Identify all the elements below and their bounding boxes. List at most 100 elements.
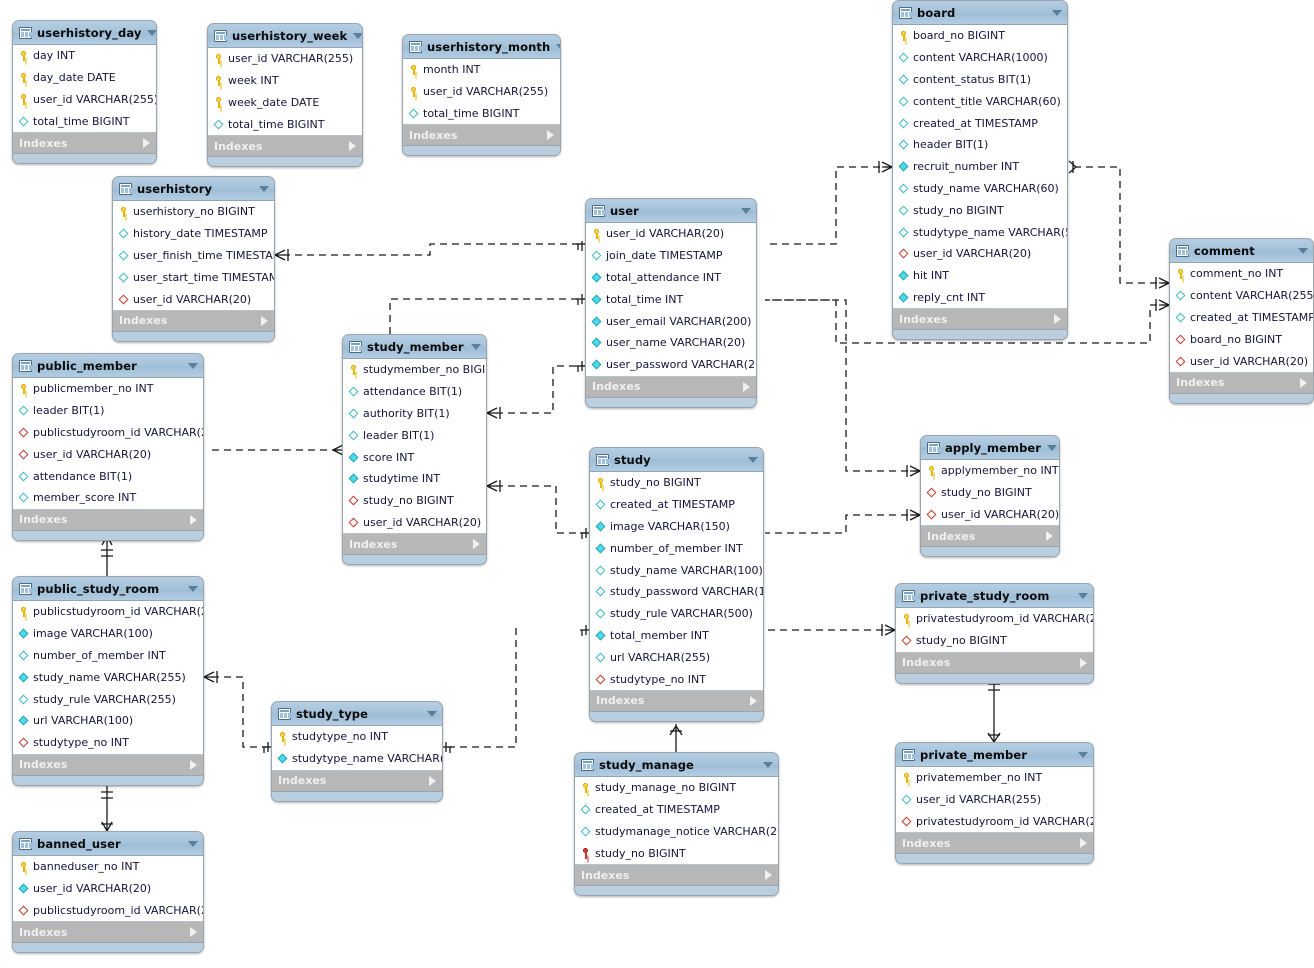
column-row[interactable]: study_name VARCHAR(255) [13,666,203,688]
expand-right-icon[interactable] [1080,657,1087,668]
expand-right-icon[interactable] [765,870,772,881]
column-row[interactable]: image VARCHAR(150) [590,516,763,538]
column-row[interactable]: attendance BIT(1) [13,465,203,487]
column-row[interactable]: user_id VARCHAR(20) [13,878,203,900]
expand-right-icon[interactable] [1080,838,1087,849]
table-header-userhistory_month[interactable]: userhistory_month [403,35,560,59]
column-row[interactable]: join_date TIMESTAMP [586,245,756,267]
column-row[interactable]: total_time BIGINT [13,110,156,132]
column-row[interactable]: user_id VARCHAR(255) [208,48,362,70]
chevron-down-icon[interactable] [1047,444,1058,451]
chevron-down-icon[interactable] [188,840,198,847]
column-row[interactable]: publicstudyroom_id VARCHAR(255) [13,900,203,922]
column-row[interactable]: user_id VARCHAR(255) [896,789,1093,811]
chevron-down-icon[interactable] [147,29,156,36]
expand-right-icon[interactable] [190,514,197,525]
indexes-section-public_member[interactable]: Indexes [13,509,203,531]
expand-right-icon[interactable] [1046,531,1053,542]
table-header-userhistory_week[interactable]: userhistory_week [208,24,362,48]
column-row[interactable]: header BIT(1) [893,134,1067,156]
indexes-section-userhistory_month[interactable]: Indexes [403,125,560,147]
table-header-userhistory_day[interactable]: userhistory_day [13,21,156,45]
column-row[interactable]: total_time BIGINT [208,113,362,135]
chevron-down-icon[interactable] [427,710,437,717]
indexes-section-banned_user[interactable]: Indexes [13,922,203,944]
column-row[interactable]: user_password VARCHAR(200) [586,354,756,376]
indexes-section-study_member[interactable]: Indexes [343,534,486,556]
column-row[interactable]: study_rule VARCHAR(255) [13,688,203,710]
column-row[interactable]: comment_no INT [1170,263,1313,285]
column-row[interactable]: content VARCHAR(255) [1170,285,1313,307]
expand-right-icon[interactable] [190,927,197,938]
indexes-section-study[interactable]: Indexes [590,690,763,712]
column-row[interactable]: studymember_no BIGINT [343,359,486,381]
expand-right-icon[interactable] [143,138,150,149]
chevron-down-icon[interactable] [188,362,198,369]
column-row[interactable]: week INT [208,70,362,92]
indexes-section-board[interactable]: Indexes [893,309,1067,331]
table-header-study_member[interactable]: study_member [343,335,486,359]
column-row[interactable]: url VARCHAR(255) [590,646,763,668]
column-row[interactable]: created_at TIMESTAMP [893,112,1067,134]
expand-right-icon[interactable] [547,130,554,141]
column-row[interactable]: recruit_number INT [893,156,1067,178]
column-row[interactable]: study_password VARCHAR(10) [590,581,763,603]
column-row[interactable]: attendance BIT(1) [343,381,486,403]
column-row[interactable]: studytype_no INT [272,726,442,748]
column-row[interactable]: user_id VARCHAR(255) [13,89,156,111]
column-row[interactable]: leader BIT(1) [343,424,486,446]
column-row[interactable]: user_id VARCHAR(20) [343,512,486,534]
chevron-down-icon[interactable] [748,456,758,463]
column-row[interactable]: user_id VARCHAR(20) [586,223,756,245]
column-row[interactable]: user_id VARCHAR(20) [13,443,203,465]
indexes-section-private_study_room[interactable]: Indexes [896,652,1093,674]
expand-right-icon[interactable] [743,381,750,392]
column-row[interactable]: studytype_no INT [13,732,203,754]
column-row[interactable]: userhistory_no BIGINT [113,201,274,223]
column-row[interactable]: studytime INT [343,468,486,490]
column-row[interactable]: created_at TIMESTAMP [590,494,763,516]
column-row[interactable]: user_name VARCHAR(20) [586,332,756,354]
column-row[interactable]: studytype_no INT [590,668,763,690]
column-row[interactable]: total_time INT [586,288,756,310]
expand-right-icon[interactable] [1054,314,1061,325]
expand-right-icon[interactable] [190,759,197,770]
indexes-section-userhistory[interactable]: Indexes [113,310,274,332]
indexes-section-userhistory_day[interactable]: Indexes [13,133,156,155]
table-header-study[interactable]: study [590,448,763,472]
column-row[interactable]: number_of_member INT [13,645,203,667]
column-row[interactable]: user_id VARCHAR(20) [113,288,274,310]
column-row[interactable]: week_date DATE [208,92,362,114]
chevron-down-icon[interactable] [259,185,269,192]
column-row[interactable]: history_date TIMESTAMP [113,223,274,245]
column-row[interactable]: publicstudyroom_id VARCHAR(255) [13,422,203,444]
column-row[interactable]: study_name VARCHAR(100) [590,559,763,581]
expand-right-icon[interactable] [750,695,757,706]
column-row[interactable]: user_start_time TIMESTAMP [113,266,274,288]
column-row[interactable]: image VARCHAR(100) [13,623,203,645]
column-row[interactable]: study_no BIGINT [921,482,1059,504]
column-row[interactable]: total_time BIGINT [403,103,560,125]
column-row[interactable]: content_status BIT(1) [893,69,1067,91]
column-row[interactable]: banneduser_no INT [13,856,203,878]
column-row[interactable]: user_id VARCHAR(20) [1170,350,1313,372]
chevron-down-icon[interactable] [741,207,751,214]
column-row[interactable]: studytype_name VARCHAR(50) [272,748,442,770]
column-row[interactable]: study_name VARCHAR(60) [893,178,1067,200]
table-header-private_member[interactable]: private_member [896,743,1093,767]
column-row[interactable]: content VARCHAR(1000) [893,47,1067,69]
expand-right-icon[interactable] [429,775,436,786]
indexes-section-user[interactable]: Indexes [586,376,756,398]
table-header-user[interactable]: user [586,199,756,223]
column-row[interactable]: month INT [403,59,560,81]
